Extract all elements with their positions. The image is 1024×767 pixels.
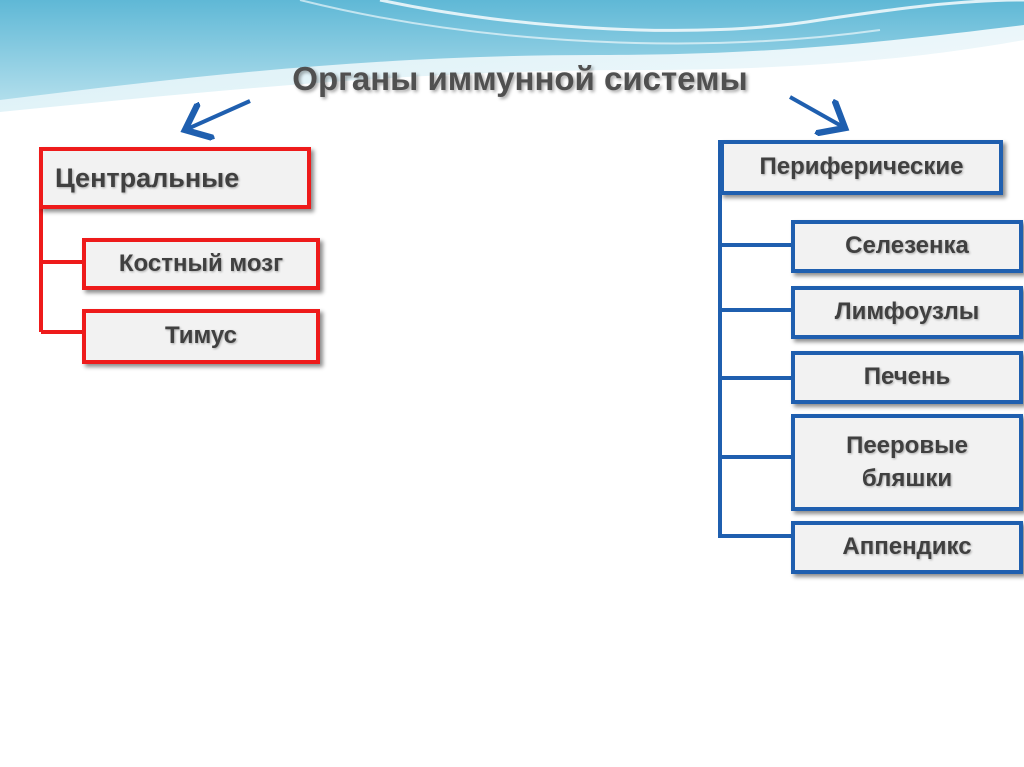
- peripheral-item-lymph-nodes: Лимфоузлы: [791, 286, 1023, 339]
- peripheral-header: Периферические: [720, 140, 1003, 195]
- arrow-to-peripheral: [789, 95, 845, 128]
- peripheral-tree-lines: [718, 140, 791, 538]
- central-item-bone-marrow: Костный мозг: [82, 238, 320, 290]
- central-header: Центральные: [39, 147, 311, 209]
- wave-background: [0, 0, 1024, 130]
- arrow-to-central: [185, 99, 251, 130]
- central-item-thymus: Тимус: [82, 309, 320, 364]
- peripheral-item-appendix: Аппендикс: [791, 521, 1023, 574]
- peripheral-item-peyers-patches: Пееровые бляшки: [791, 414, 1023, 511]
- diagram-title: Органы иммунной системы: [292, 60, 748, 97]
- peripheral-item-liver: Печень: [791, 351, 1023, 404]
- peripheral-item-spleen: Селезенка: [791, 220, 1023, 273]
